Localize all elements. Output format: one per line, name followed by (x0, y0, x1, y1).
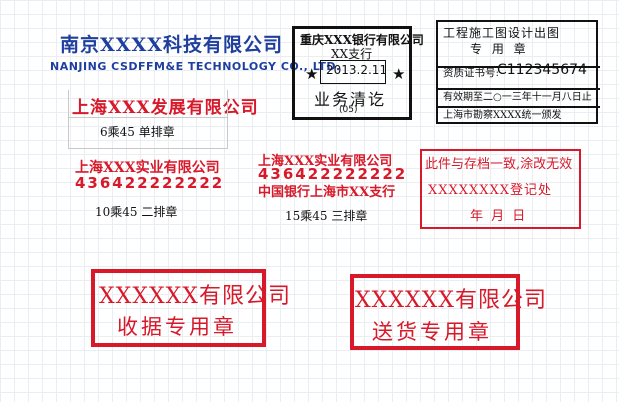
triple-row-stamp-number: 436422222222 (258, 165, 408, 183)
triple-row-stamp-bank: 中国银行上海市XX支行 (258, 185, 396, 200)
engineering-stamp-cert-label: 资质证书号: (443, 67, 500, 79)
engineering-stamp-frame (436, 20, 600, 124)
single-row-stamp-caption: 6乘45 单排章 (100, 125, 175, 139)
bank-stamp-branch: XX支行 (331, 47, 373, 61)
engineering-stamp-subtitle: 专 用 章 (470, 42, 529, 56)
double-row-stamp-title: 上海XXX实业有限公司 (75, 160, 220, 176)
archive-stamp-line2: XXXXXXXX登记处 (428, 183, 553, 198)
bank-stamp-frame (292, 26, 412, 120)
engineering-stamp-validity: 有效期至二○一三年十一月八日止 (443, 92, 592, 103)
engineering-stamp-cert-value: C112345674 (497, 62, 587, 78)
bank-stamp-code: (05) (339, 105, 358, 115)
blue-company-name-en: NANJING CSDFFM&E TECHNOLOGY CO., LTD. (50, 60, 341, 73)
archive-stamp-frame (420, 149, 581, 229)
blue-company-name-cn: 南京XXXX科技有限公司 (60, 34, 283, 56)
divider (438, 106, 600, 108)
star-icon: ★ (305, 65, 319, 83)
receipt-stamp-line2: 收据专用章 (117, 315, 237, 339)
bank-stamp-date: 2013.2.11 (326, 63, 388, 77)
engineering-stamp-issuer: 上海市勘察XXXX统一颁发 (443, 110, 562, 121)
star-icon: ★ (392, 65, 406, 83)
divider (438, 88, 600, 90)
receipt-stamp-frame (91, 269, 266, 347)
receipt-stamp-line1: XXXXXX有限公司 (99, 284, 291, 309)
delivery-stamp-line2: 送货专用章 (372, 320, 492, 344)
archive-stamp-line1: 此件与存档一致,涂改无效 (425, 157, 573, 172)
triple-row-stamp-caption: 15乘45 三排章 (285, 209, 368, 223)
bank-stamp-title: 重庆XXX银行有限公司 (300, 33, 424, 47)
archive-stamp-line3: 年 月 日 (470, 209, 528, 224)
triple-row-stamp-title: 上海XXX实业有限公司 (258, 154, 393, 169)
delivery-stamp-frame (350, 274, 520, 350)
bank-stamp-use: 业务清讫 (314, 90, 387, 109)
double-row-stamp-number: 436422222222 (75, 174, 225, 192)
engineering-stamp-title: 工程施工图设计出图 (443, 26, 561, 40)
double-row-stamp-caption: 10乘45 二排章 (95, 205, 178, 219)
single-row-stamp-title: 上海XXX发展有限公司 (72, 98, 259, 118)
divider (438, 66, 600, 68)
single-row-stamp-frame (68, 90, 228, 149)
bank-stamp-date-box (320, 60, 386, 84)
delivery-stamp-line1: XXXXXX有限公司 (355, 288, 547, 313)
